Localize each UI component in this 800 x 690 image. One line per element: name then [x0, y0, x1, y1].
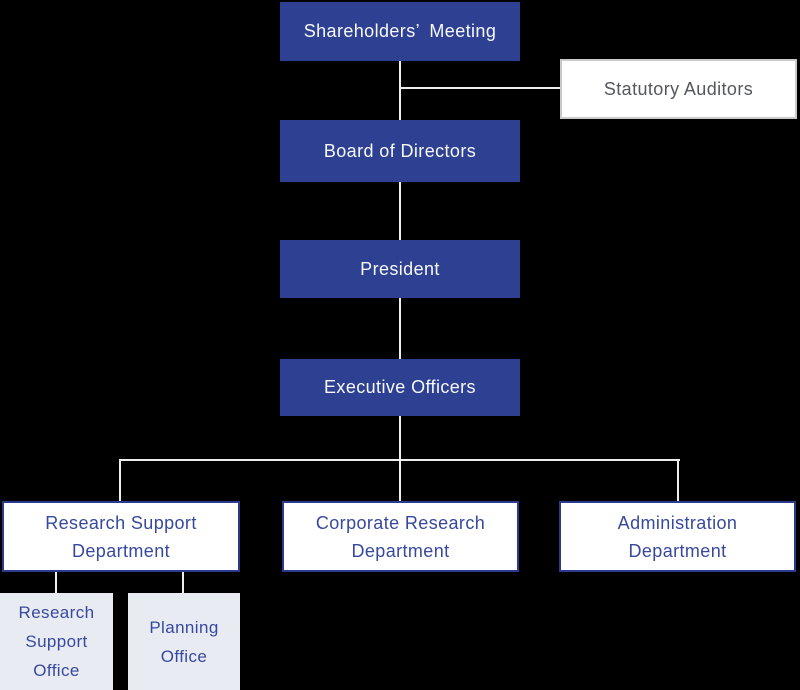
connector-to-statutory-auditors	[400, 87, 561, 89]
node-label: Corporate Research Department	[315, 512, 486, 561]
node-label: Research Support Office	[18, 603, 95, 680]
connector-drop-administration	[677, 459, 679, 502]
node-label: Shareholders’ Meeting	[303, 21, 497, 41]
connector-drop-planning-office	[182, 572, 184, 593]
connector-executive-to-bus	[399, 416, 401, 460]
node-label: Planning Office	[149, 617, 219, 666]
node-board-of-directors: Board of Directors	[280, 120, 520, 182]
node-research-support-office: Research Support Office	[0, 593, 113, 690]
connector-shareholders-to-board	[399, 61, 401, 120]
connector-drop-corporate-research	[399, 459, 401, 502]
node-label: Statutory Auditors	[603, 78, 754, 99]
node-label: Board of Directors	[323, 140, 477, 161]
connector-drop-research-support-office	[55, 572, 57, 593]
node-president: President	[280, 240, 520, 298]
node-research-support-department: Research Support Department	[2, 501, 240, 572]
node-label: Research Support Department	[45, 512, 197, 561]
node-statutory-auditors: Statutory Auditors	[560, 59, 797, 119]
node-planning-office: Planning Office	[128, 593, 240, 690]
node-label: Executive Officers	[324, 377, 476, 397]
node-label: Administration Department	[617, 512, 738, 561]
node-administration-department: Administration Department	[559, 501, 796, 572]
node-label: President	[360, 258, 440, 279]
node-executive-officers: Executive Officers	[280, 359, 520, 416]
connector-board-to-president	[399, 182, 401, 240]
node-corporate-research-department: Corporate Research Department	[282, 501, 519, 572]
connector-president-to-executive	[399, 298, 401, 359]
connector-drop-research-support	[119, 459, 121, 502]
node-shareholders-meeting: Shareholders’ Meeting	[280, 2, 520, 61]
